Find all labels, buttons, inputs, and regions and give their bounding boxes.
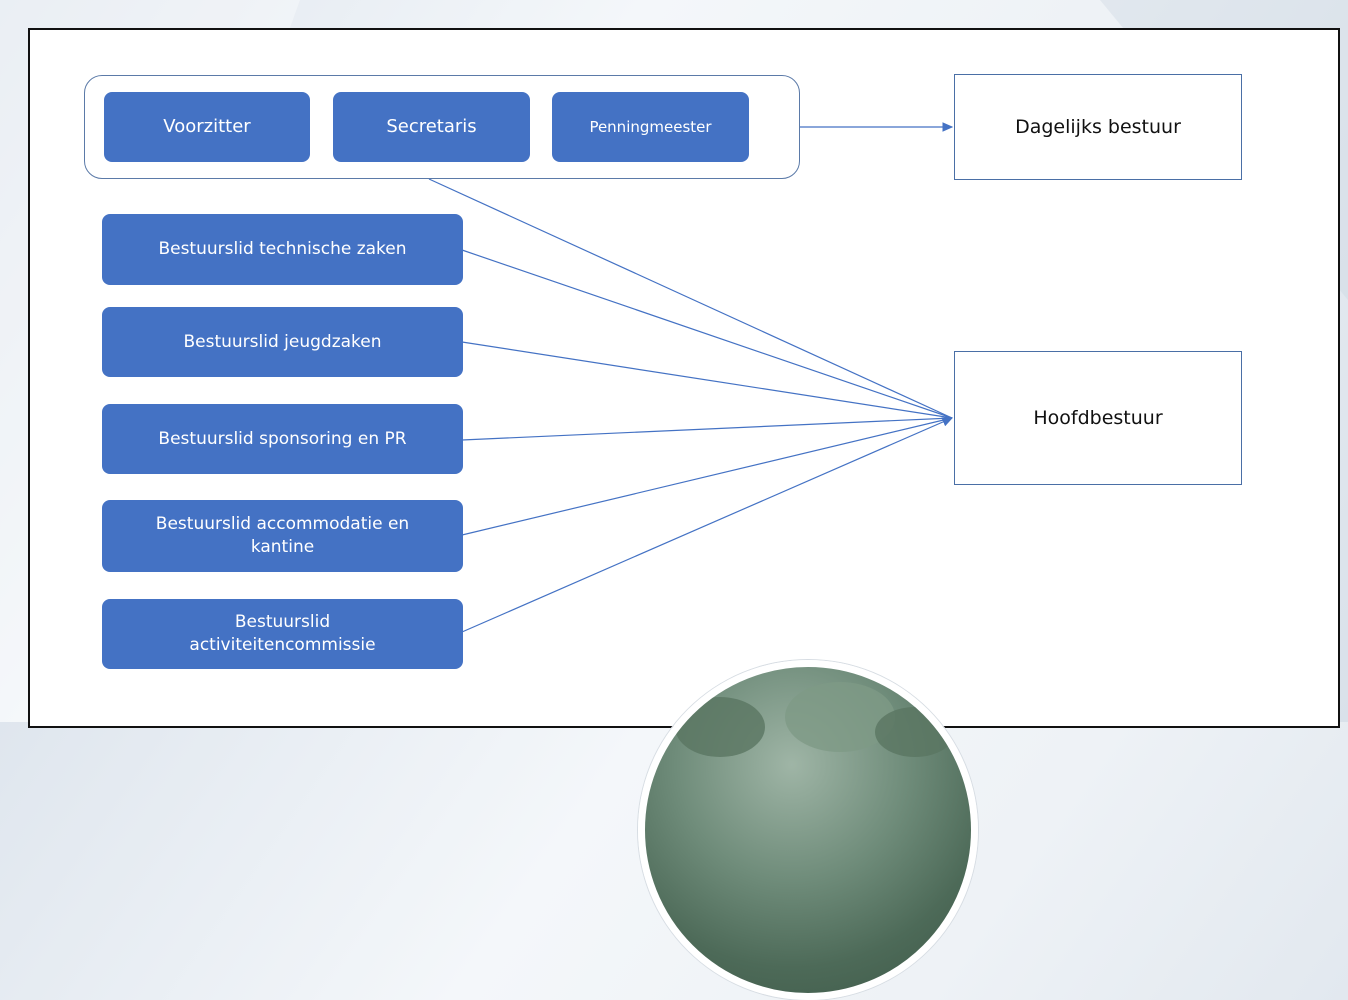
target-hoofdbestuur-label: Hoofdbestuur (1033, 407, 1163, 429)
node-penningmeester: Penningmeester (552, 92, 749, 162)
target-hoofdbestuur: Hoofdbestuur (954, 351, 1242, 485)
park-photo-icon (638, 660, 978, 1000)
node-voorzitter: Voorzitter (104, 92, 310, 162)
node-activiteiten: Bestuurslid activiteitencommissie (102, 599, 463, 669)
node-jeugdzaken-label: Bestuurslid jeugdzaken (183, 331, 382, 352)
node-technische-zaken: Bestuurslid technische zaken (102, 214, 463, 285)
node-accommodatie: Bestuurslid accommodatie en kantine (102, 500, 463, 572)
connector-lines (428, 122, 954, 633)
node-technische-zaken-label: Bestuurslid technische zaken (158, 239, 407, 260)
node-penningmeester-label: Penningmeester (589, 117, 712, 136)
node-secretaris-label: Secretaris (386, 115, 477, 137)
node-accommodatie-label: Bestuurslid accommodatie en kantine (155, 514, 410, 557)
line-activiteiten-to-main (461, 417, 954, 633)
node-voorzitter-label: Voorzitter (163, 115, 251, 137)
diagram-canvas: Voorzitter Secretaris Penningmeester Bes… (28, 28, 1340, 728)
node-jeugdzaken: Bestuurslid jeugdzaken (102, 307, 463, 377)
line-accommodatie-to-main (461, 417, 953, 536)
target-dagelijks-bestuur: Dagelijks bestuur (954, 74, 1242, 180)
target-dagelijks-bestuur-label: Dagelijks bestuur (1015, 116, 1181, 138)
node-secretaris: Secretaris (333, 92, 530, 162)
node-activiteiten-label: Bestuurslid activiteitencommissie (189, 612, 376, 655)
node-sponsoring: Bestuurslid sponsoring en PR (102, 404, 463, 474)
line-sponsoring-to-main (461, 417, 953, 441)
line-group-to-main (428, 178, 953, 419)
line-technische-to-main (461, 249, 953, 419)
node-sponsoring-label: Bestuurslid sponsoring en PR (158, 428, 407, 449)
line-jeugd-to-main (461, 341, 953, 419)
